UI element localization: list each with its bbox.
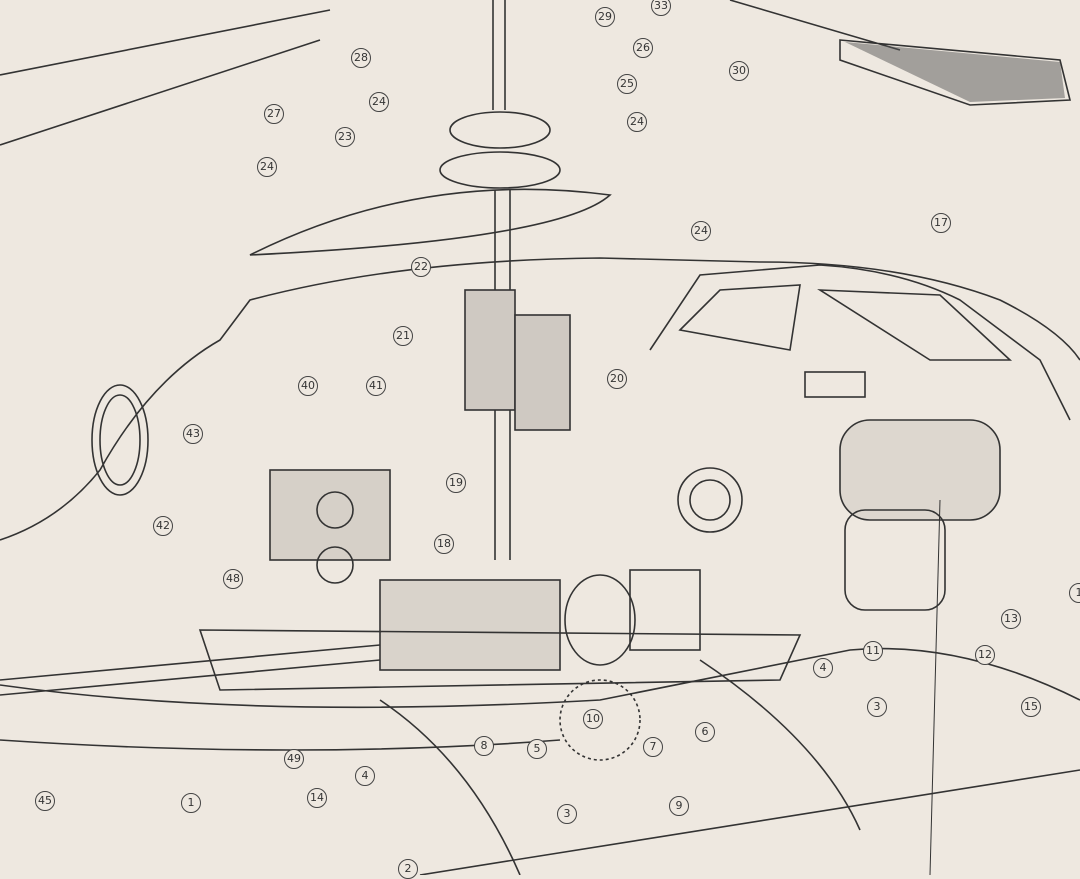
switch (804, 371, 866, 398)
receiver-unit (269, 469, 391, 561)
callout-17: 17 (931, 213, 951, 233)
window (678, 284, 1013, 361)
callout-23: 23 (335, 127, 355, 147)
callout-24: 24 (627, 112, 647, 132)
skid (419, 769, 1080, 875)
gearbox (379, 579, 561, 671)
engine-cylinder (677, 467, 743, 533)
callout-1: 1 (181, 793, 201, 813)
callout-11: 11 (863, 641, 883, 661)
stabilizer-bar-paddle (249, 188, 612, 256)
callout-24: 24 (691, 221, 711, 241)
clutch-bell (564, 574, 636, 666)
battery-pack (844, 509, 946, 611)
callout-13: 13 (1001, 609, 1021, 629)
callout-9: 9 (669, 796, 689, 816)
callout-4: 4 (355, 766, 375, 786)
callout-18: 18 (434, 534, 454, 554)
callout-29: 29 (595, 7, 615, 27)
callout-30: 30 (729, 61, 749, 81)
callout-2: 2 (398, 859, 418, 879)
rotor-blade-right (729, 0, 1072, 106)
callout-3: 3 (557, 804, 577, 824)
swashplate-lower (439, 151, 561, 189)
callout-24: 24 (257, 157, 277, 177)
callout-3: 3 (867, 697, 887, 717)
callout-4: 4 (813, 658, 833, 678)
callout-20: 20 (607, 369, 627, 389)
tail-boom-rods (0, 644, 381, 696)
callout-12: 12 (975, 645, 995, 665)
callout-42: 42 (153, 516, 173, 536)
swashplate-upper (449, 111, 551, 149)
callout-43: 43 (183, 424, 203, 444)
servo-right (514, 314, 571, 431)
callout-8: 8 (474, 736, 494, 756)
skid-struts (379, 659, 861, 875)
cooling-fan (629, 569, 701, 651)
callout-6: 6 (695, 722, 715, 742)
callout-14: 14 (307, 788, 327, 808)
callout-7: 7 (643, 737, 663, 757)
callout-10: 10 (583, 709, 603, 729)
belt (559, 679, 641, 761)
callout-40: 40 (298, 376, 318, 396)
callout-28: 28 (351, 48, 371, 68)
callout-49: 49 (284, 749, 304, 769)
callout-22: 22 (411, 257, 431, 277)
mainframe (198, 629, 802, 691)
callout-21: 21 (393, 326, 413, 346)
callout-27: 27 (264, 104, 284, 124)
callout-41: 41 (366, 376, 386, 396)
callout-5: 5 (527, 739, 547, 759)
callout-48: 48 (223, 569, 243, 589)
rotor-blade-left (0, 9, 331, 146)
nose-light (91, 384, 149, 496)
fuel-tank (839, 419, 1001, 521)
canopy (649, 264, 1071, 421)
callout-19: 19 (446, 473, 466, 493)
callout-33: 33 (651, 0, 671, 16)
servo-left (464, 289, 516, 411)
callout-25: 25 (617, 74, 637, 94)
callout-26: 26 (633, 38, 653, 58)
callout-15: 15 (1021, 697, 1041, 717)
callout-45: 45 (35, 791, 55, 811)
callout-24: 24 (369, 92, 389, 112)
